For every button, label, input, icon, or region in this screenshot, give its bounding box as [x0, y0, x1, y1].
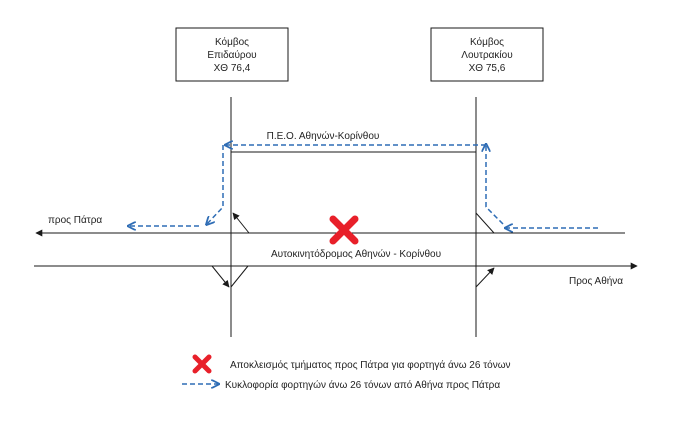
- ramp-epidavros-up: [232, 212, 250, 234]
- detour-exit-loutraki: [486, 145, 504, 225]
- legend-detour-text: Κυκλοφορία φορτηγών άνω 26 τόνων από Αθή…: [225, 379, 500, 391]
- ramp-epidavros-down-left: [211, 265, 230, 288]
- loutraki-chainage: ΧΘ 75,6: [469, 63, 506, 74]
- old-road-label: Π.Ε.Ο. Αθηνών-Κορίνθου: [267, 130, 380, 142]
- epidavros-line2: Επιδαύρου: [207, 49, 256, 61]
- to-athens-label: Προς Αθήνα: [569, 275, 623, 287]
- to-patra-label: προς Πάτρα: [48, 214, 102, 226]
- loutraki-line1: Κόμβος: [470, 36, 504, 48]
- ramp-loutraki-down: [475, 267, 495, 288]
- epidavros-chainage: ΧΘ 76,4: [214, 63, 251, 74]
- motorway-label: Αυτοκινητόδρομος Αθηνών - Κορίνθου: [271, 248, 441, 260]
- ramp-loutraki-up: [475, 212, 495, 234]
- ramp-epidavros-down-right: [230, 265, 249, 288]
- loutraki-line2: Λουτρακίου: [461, 49, 512, 61]
- epidavros-line1: Κόμβος: [215, 36, 249, 48]
- node-box-loutraki: [430, 27, 544, 82]
- node-box-epidavros: [175, 27, 289, 82]
- detour-down-epidavros: [207, 145, 224, 224]
- legend-closure-icon: [192, 354, 212, 374]
- closure-x-icon: [329, 215, 359, 245]
- legend-closure-text: Αποκλεισμός τμήματος προς Πάτρα για φορτ…: [230, 359, 511, 371]
